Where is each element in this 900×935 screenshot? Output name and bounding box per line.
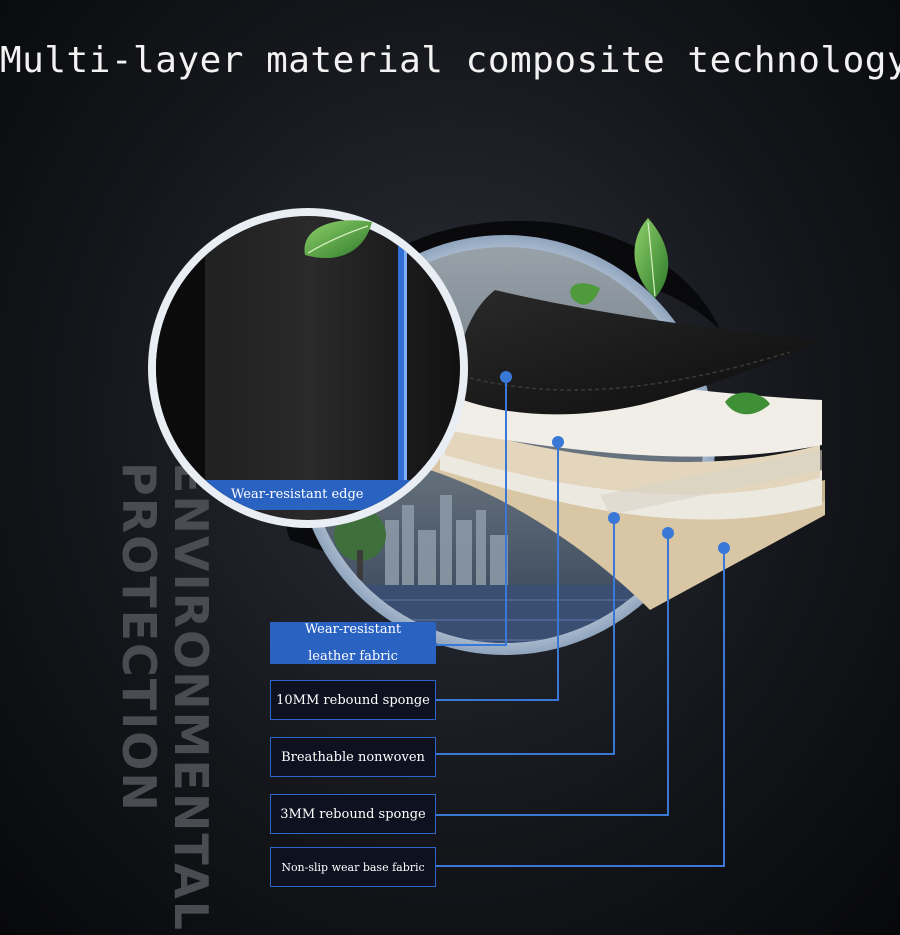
label-10mm-sponge: 10MM rebound sponge [270,680,436,720]
connector-lines [436,377,725,867]
layer-leather [450,290,820,415]
leaf-icon [634,218,669,298]
label-base-fabric: Non-slip wear base fabric [270,847,436,887]
inset-label: Wear-resistant edge [231,487,364,502]
label-nonwoven: Breathable nonwoven [270,737,436,777]
connector-dots [500,371,730,554]
label-line: leather fabric [308,649,398,664]
label-line: Wear-resistant [304,622,402,637]
label-3mm-sponge: 3MM rebound sponge [270,794,436,834]
label-leather-fabric: Wear-resistant leather fabric [270,622,436,664]
page-title: Multi-layer material composite technolog… [0,40,900,81]
leaf-icon [725,392,770,415]
leaf-icon [570,283,600,305]
leaf-icon [304,220,372,259]
